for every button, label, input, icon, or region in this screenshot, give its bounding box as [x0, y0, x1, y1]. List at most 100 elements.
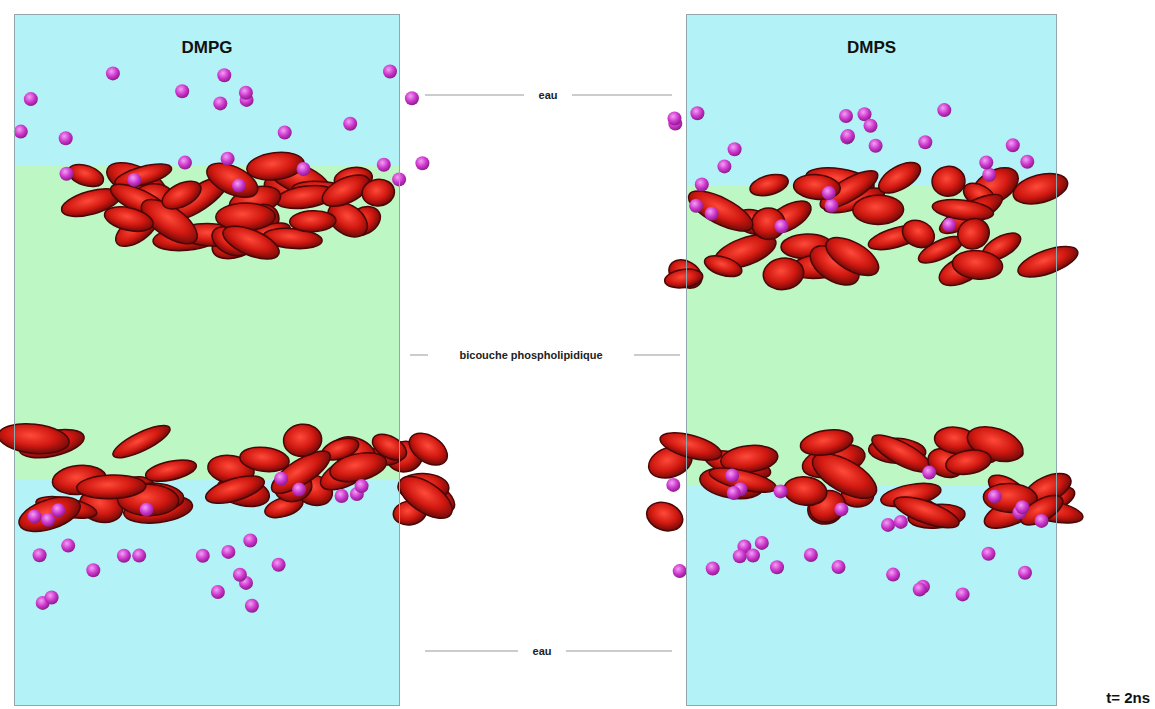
headgroup-blob: [898, 215, 939, 253]
counterion: [1035, 514, 1049, 528]
counterion: [405, 91, 419, 105]
counterion: [825, 199, 839, 213]
counterion: [839, 109, 853, 123]
headgroup-blob: [820, 230, 885, 283]
counterion: [377, 158, 391, 172]
headgroup-blob: [203, 470, 268, 509]
counterion: [211, 585, 225, 599]
headgroup-blob: [144, 456, 199, 485]
headgroup-blob: [102, 203, 155, 236]
water-regions: [14, 14, 1057, 706]
headgroup-blob: [761, 255, 806, 292]
counterion: [61, 539, 75, 553]
counterion: [196, 549, 210, 563]
counterion: [245, 599, 259, 613]
headgroup-blob: [360, 177, 396, 208]
counterion: [869, 139, 883, 153]
counterion: [239, 86, 253, 100]
counterion: [335, 489, 349, 503]
counterion: [728, 142, 742, 156]
headgroup-blob: [853, 195, 904, 225]
counterion: [213, 96, 227, 110]
counterion: [28, 510, 42, 524]
headgroup-blob: [158, 176, 205, 215]
leader-lines: [410, 95, 680, 651]
headgroup-blob: [944, 447, 993, 478]
headgroup-blob: [1010, 168, 1071, 209]
headgroup-blob: [1016, 489, 1067, 530]
counterion: [689, 199, 703, 213]
region-label: bicouche phospholipidique: [457, 349, 606, 361]
headgroup-blob: [951, 248, 1004, 281]
counterion: [725, 469, 739, 483]
counterion: [832, 560, 846, 574]
panel-title: DMPG: [15, 38, 399, 58]
headgroup-blob: [683, 183, 758, 239]
headgroup-blob: [282, 422, 324, 458]
counterion: [24, 92, 38, 106]
headgroup-blob: [76, 474, 146, 500]
counterion: [221, 152, 235, 166]
counterion: [706, 562, 720, 576]
counterion: [175, 84, 189, 98]
counterion: [727, 486, 741, 500]
headgroup-blob: [798, 426, 854, 459]
water-left: [14, 14, 400, 706]
counterion: [297, 162, 311, 176]
counterion: [982, 168, 996, 182]
counterion: [178, 156, 192, 170]
headgroup-blob: [707, 463, 778, 497]
headgroup-blobs: [0, 149, 1085, 538]
counterion: [41, 513, 55, 527]
headgroup-blob: [891, 491, 963, 534]
headgroup-blob: [0, 420, 71, 457]
counterion: [918, 135, 932, 149]
counterion: [705, 207, 719, 221]
counterion: [886, 568, 900, 582]
counterion: [894, 515, 908, 529]
counterion: [922, 466, 936, 480]
counterion: [217, 68, 231, 82]
counterion: [132, 549, 146, 563]
counterion: [864, 119, 878, 133]
headgroup-blob: [867, 428, 936, 479]
headgroup-blob: [109, 420, 174, 464]
counterion: [127, 173, 141, 187]
headgroup-blob: [931, 197, 995, 224]
counterion: [59, 131, 73, 145]
counterion: [1015, 500, 1029, 514]
simulation-panel: DMPG: [14, 14, 400, 706]
counterion: [343, 117, 357, 131]
counterion: [274, 472, 288, 486]
counterion: [117, 549, 131, 563]
counterion: [841, 129, 855, 143]
counterion: [881, 518, 895, 532]
counterion: [140, 503, 154, 517]
headgroup-blob: [392, 468, 459, 526]
counterion: [14, 125, 28, 139]
counterion: [937, 103, 951, 117]
counterion: [243, 534, 257, 548]
counterion: [45, 591, 59, 605]
headgroup-blob: [245, 149, 305, 183]
counterion: [1020, 155, 1034, 169]
water-right: [686, 14, 1057, 706]
counterion: [746, 549, 760, 563]
counterion: [979, 156, 993, 170]
counterion: [86, 563, 100, 577]
headgroup-blob: [289, 210, 336, 233]
counterion: [690, 106, 704, 120]
counterion: [415, 156, 429, 170]
counterion: [834, 502, 848, 516]
counterion: [232, 179, 246, 193]
counterion: [717, 159, 731, 173]
counterion: [60, 167, 74, 181]
headgroup-blob: [663, 267, 704, 291]
counterion: [956, 587, 970, 601]
headgroup-blob: [931, 165, 967, 198]
counterion: [673, 564, 687, 578]
counterion: [733, 549, 747, 563]
headgroup-blob: [643, 498, 687, 536]
counterion: [292, 483, 306, 497]
counterion: [988, 489, 1002, 503]
